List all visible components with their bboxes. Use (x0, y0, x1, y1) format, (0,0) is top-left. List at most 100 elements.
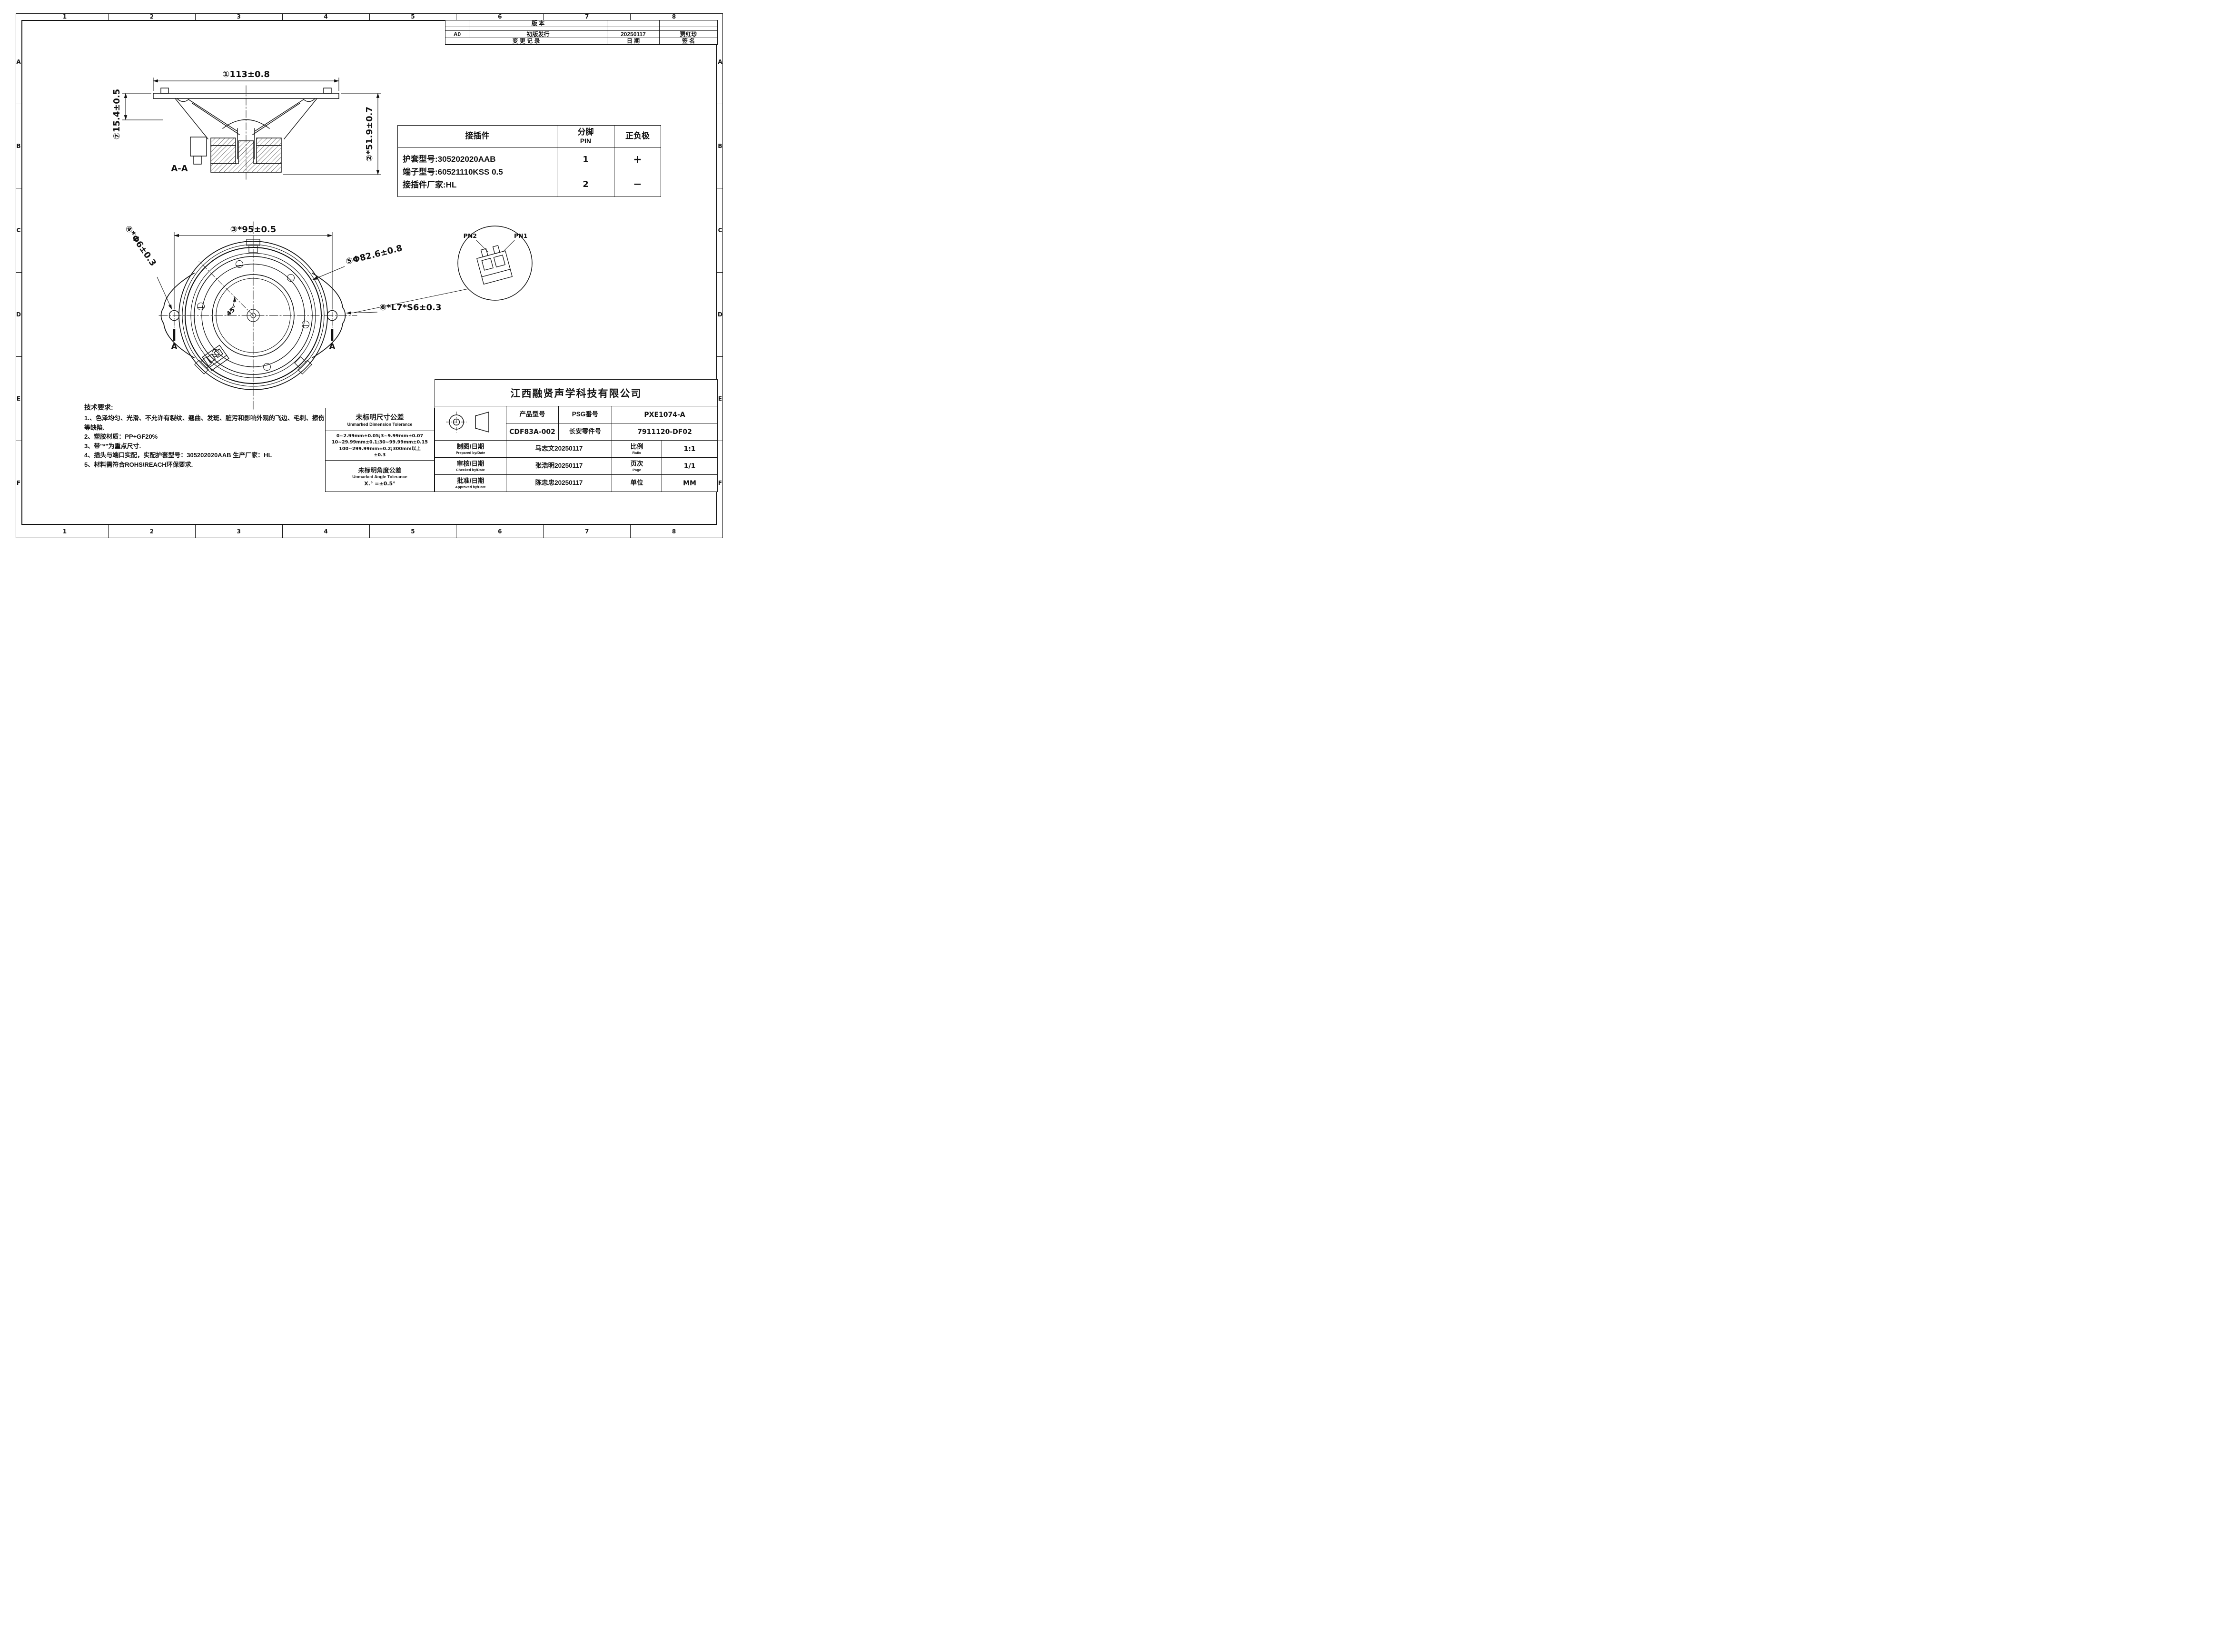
page-label-en: Page (633, 468, 641, 472)
pin-1: 1 (557, 147, 614, 172)
connector-info: 护套型号:305202020AAB 端子型号:60521110KSS 0.5 接… (397, 147, 557, 197)
angle-tolerance-cell: 未标明角度公差 Unmarked Angle Tolerance X.° =±0… (325, 460, 435, 492)
tolerance-title-cn: 未标明尺寸公差 (356, 414, 404, 422)
checked-label-en: Checked by/Date (456, 468, 485, 472)
projection-symbol (445, 412, 489, 433)
checked-by-value: 张浩明20250117 (506, 457, 612, 475)
front-dimensions (157, 232, 378, 315)
grid-col-label: 5 (369, 13, 456, 20)
page-label-cn: 页次 (630, 460, 643, 467)
grid-ref-top: 1 2 3 4 5 6 7 8 (21, 13, 717, 20)
angle-tolerance-title-cn: 未标明角度公差 (358, 467, 402, 474)
dim-l7-s6: ⑥*L7*S6±0.3 (379, 303, 442, 313)
page-value: 1/1 (661, 457, 718, 475)
front-view-geometry (158, 221, 357, 410)
grid-row-label: F (16, 441, 21, 525)
ratio-value: 1:1 (661, 440, 718, 458)
section-mark-a-right: A (329, 342, 336, 352)
grid-col-label: 5 (369, 525, 456, 538)
connector-table: 接插件 分脚 PIN 正负极 护套型号:305202020AAB 端子型号:60… (397, 125, 661, 197)
pin-2: 2 (557, 172, 614, 197)
tolerance-title-en: Unmarked Dimension Tolerance (347, 422, 413, 427)
product-model-value: CDF83A-002 (506, 423, 559, 441)
ratio-label-en: Ratio (632, 451, 642, 455)
dim-phi6: ④*Φ6±0.3 (123, 224, 158, 268)
tolerance-line: 100~299.99mm±0.2;300mm以上 (339, 446, 421, 452)
checked-by-label: 审核/日期 Checked by/Date (435, 457, 506, 475)
tech-req-item: 3、带"*"为重点尺寸. (84, 442, 141, 450)
connector-col-header: 接插件 (397, 125, 557, 148)
approved-label-cn: 批准/日期 (456, 477, 485, 484)
inner-border (21, 20, 717, 525)
unit-value: MM (661, 474, 718, 492)
product-model-label: 产品型号 (506, 406, 559, 423)
technical-requirements: 技术要求: 1.、色泽均匀、光滑、不允许有裂纹、翘曲、发斑、脏污和影响外观的飞边… (84, 403, 329, 469)
dim-15-4: ⑦15.4±0.5 (112, 89, 122, 140)
revision-signature: 贾红珍 (659, 30, 718, 39)
grid-col-label: 1 (62, 528, 67, 535)
grid-col-label: 7 (543, 525, 630, 538)
revision-description: 初版发行 (469, 30, 607, 39)
grid-col-label: 8 (630, 13, 717, 20)
tech-req-title: 技术要求: (84, 403, 113, 411)
tech-req-item: 2、塑胶材质：PP+GF20% (84, 433, 158, 440)
drawing-canvas: ①113±0.8 ⑦15.4±0.5 ②*51.9±0.7 A-A ③*95±0… (112, 69, 533, 410)
changan-part-label: 长安零件号 (558, 423, 612, 441)
title-block: 江西融贤声学科技有限公司 产品型号 PSG番号 PXE1074-A CDF (434, 379, 718, 492)
grid-col-label: 3 (195, 13, 282, 20)
pn1-label: PN1 (514, 232, 527, 239)
pin-1-polarity: + (614, 147, 661, 172)
grid-col-label: 6 (456, 525, 543, 538)
tolerance-table: 未标明尺寸公差 Unmarked Dimension Tolerance 0~2… (325, 408, 435, 492)
revision-footer-change: 变 更 记 录 (445, 38, 607, 45)
terminal-model: 端子型号:60521110KSS 0.5 (403, 167, 503, 177)
connector-detail-view (354, 226, 533, 313)
grid-col-label: 6 (456, 13, 543, 20)
grid-row-label: B (16, 104, 21, 188)
grid-row-label: B (717, 104, 723, 188)
prepared-label-en: Prepared by/Date (455, 451, 485, 455)
section-mark-a-left: A (171, 342, 178, 352)
projection-symbol-cell (435, 406, 506, 441)
changan-part-value: 7911120-DF02 (611, 423, 718, 441)
section-label: A-A (171, 164, 188, 174)
approved-by-value: 陈忠忠20250117 (506, 474, 612, 492)
dim-95: ③*95±0.5 (230, 225, 277, 235)
annotation-texts: ①113±0.8 ⑦15.4±0.5 ②*51.9±0.7 A-A ③*95±0… (112, 69, 527, 352)
grid-row-label: A (718, 59, 722, 65)
tech-req-item: 1.、色泽均匀、光滑、不允许有裂纹、翘曲、发斑、脏污和影响外观的飞边、毛刺、擦伤… (84, 414, 325, 431)
ratio-label: 比例 Ratio (612, 440, 662, 458)
grid-ref-bottom: 1 2 3 4 5 6 7 8 (21, 525, 717, 538)
revision-footer-date: 日 期 (607, 38, 660, 45)
grid-col-label: 3 (195, 525, 282, 538)
page-label: 页次 Page (612, 457, 662, 475)
drawing-sheet: 1 2 3 4 5 6 7 8 1 2 3 4 5 6 7 8 A B C D … (0, 0, 739, 551)
grid-row-label: C (717, 188, 723, 272)
grid-row-label: E (717, 356, 723, 441)
angle-tolerance-value: X.° =±0.5° (364, 481, 396, 487)
dim-phi82-6: ⑤Φ82.6±0.8 (345, 243, 403, 267)
grid-row-label: F (717, 441, 723, 525)
company-name: 江西融贤声学科技有限公司 (434, 379, 718, 406)
grid-row-label: D (16, 272, 21, 356)
pin-header-en: PIN (580, 137, 592, 145)
grid-ref-left: A B C D E F (16, 20, 21, 525)
revision-date: 20250117 (607, 30, 660, 39)
revision-header: 版 本 (469, 20, 607, 28)
grid-col-label: 7 (543, 13, 630, 20)
section-view-geometry (153, 85, 339, 181)
front-view-connector (202, 344, 229, 371)
tech-req-item: 4、插头与端口实配，实配护套型号：305202020AAB 生产厂家：HL (84, 452, 272, 459)
grid-row-label: C (16, 188, 21, 272)
grid-col-label: 4 (282, 525, 369, 538)
grid-col-label: 4 (282, 13, 369, 20)
section-dimensions (122, 78, 381, 175)
dim-51-9: ②*51.9±0.7 (365, 107, 375, 162)
prepared-by-value: 马志文20250117 (506, 440, 612, 458)
grid-col-label: 8 (630, 525, 717, 538)
tolerance-values-cell: 0~2.99mm±0.05;3~9.99mm±0.07 10~29.99mm±0… (325, 431, 435, 461)
dim-113: ①113±0.8 (222, 69, 270, 79)
prepared-label-cn: 制图/日期 (456, 442, 485, 450)
grid-row-label: D (717, 272, 723, 356)
grid-row-label: A (16, 59, 21, 65)
